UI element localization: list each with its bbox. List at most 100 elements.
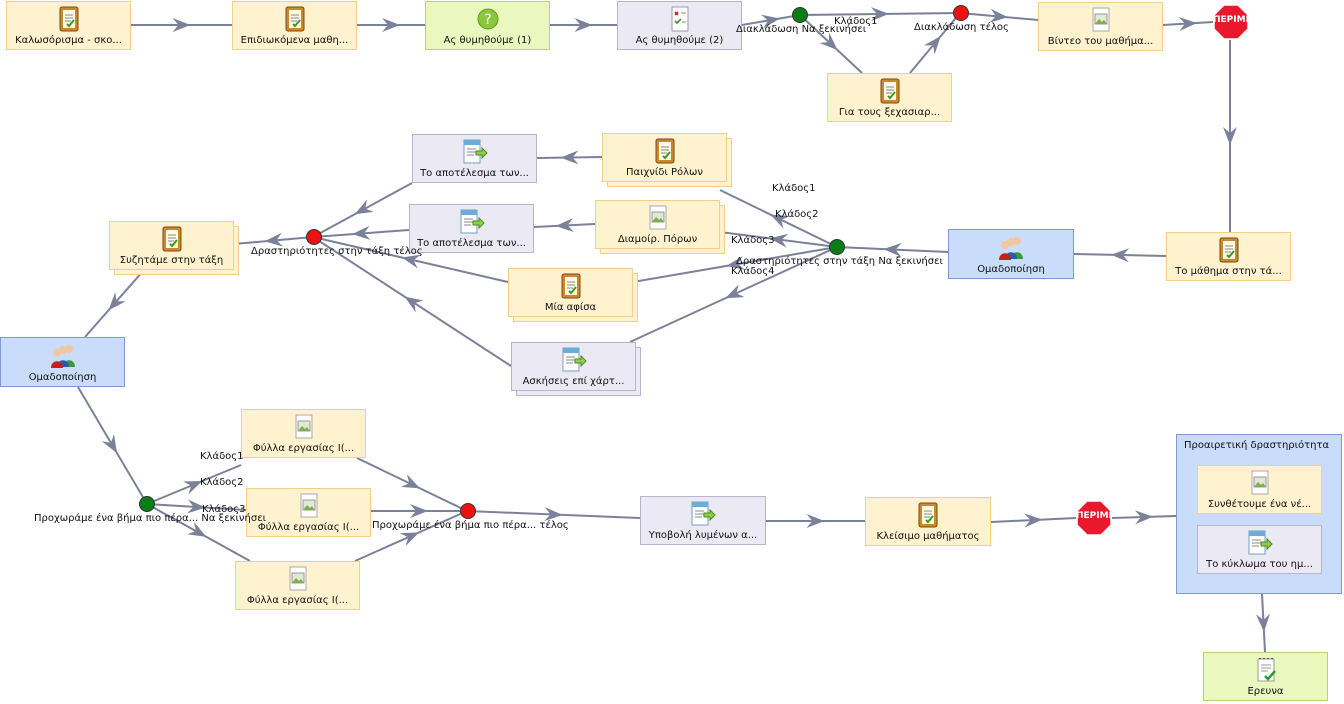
node-label: Ας θυμηθούμε (2) — [635, 35, 724, 46]
node-closing[interactable]: Κλείσιμο μαθήματος — [865, 497, 991, 546]
node-compose[interactable]: Συνθέτουμε ένα νέ... — [1197, 465, 1322, 514]
node-label: Ασκήσεις επί χάρτ... — [522, 376, 625, 387]
node-forgetful[interactable]: Για τους ξεχασιαρ... — [827, 73, 952, 122]
stop-gate[interactable]: ΠΕΡΙΜΕΝ — [1213, 4, 1249, 40]
node-welcome[interactable]: Καλωσόρισμα - σκο... — [6, 1, 131, 50]
node-label: Για τους ξεχασιαρ... — [838, 107, 941, 118]
branching-start-gate[interactable] — [792, 7, 808, 23]
node-grouping-left[interactable]: Ομαδοποίηση — [0, 337, 125, 387]
edge-arrowhead — [354, 199, 374, 215]
node-label: Συζητάμε στην τάξη — [119, 255, 224, 266]
notebook-icon — [1219, 237, 1238, 263]
stop-gate[interactable]: ΠΕΡΙΜΕΝ — [1076, 500, 1112, 536]
node-poster[interactable]: Μία αφίσα — [508, 268, 633, 317]
node-label: Βίντεο του μαθήμα... — [1047, 36, 1154, 47]
edge-arrowhead — [404, 296, 424, 313]
stop-sign-icon — [1076, 500, 1112, 536]
node-label: Συνθέτουμε ένα νέ... — [1207, 499, 1312, 510]
question-icon: ? — [477, 8, 498, 30]
node-submit[interactable]: Υποβολή λυμένων α... — [640, 496, 766, 545]
node-grouping-right[interactable]: Ομαδοποίηση — [948, 229, 1074, 279]
edge-arrowhead — [989, 8, 1008, 23]
edge-arrowhead — [1178, 17, 1197, 32]
stop-label: ΠΕΡΙΜΕΝ — [1076, 511, 1112, 521]
branch-label: Κλάδος1 — [834, 16, 878, 27]
notebook-icon — [162, 226, 181, 252]
image-page-icon — [649, 205, 666, 230]
edge-arrowhead — [1256, 613, 1271, 632]
node-survey[interactable]: Ερευνα — [1203, 652, 1328, 701]
node-worksheet-1[interactable]: Φύλλα εργασίας Ι(... — [241, 409, 366, 458]
step-further-end-gate[interactable] — [460, 503, 476, 519]
node-label: Το κύκλωμα του ημ... — [1206, 559, 1313, 570]
gate-label: Δραστηριότητες στην τάξη τέλος — [251, 246, 423, 257]
node-label: Φύλλα εργασίας Ι(... — [257, 522, 360, 533]
stop-label: ΠΕΡΙΜΕΝ — [1213, 15, 1249, 25]
svg-text:?: ? — [484, 12, 491, 28]
submit-page-icon — [1248, 530, 1273, 555]
node-label: Ας θυμηθούμε (1) — [443, 35, 532, 46]
node-paper-exercises[interactable]: Ασκήσεις επί χάρτ... — [511, 342, 636, 391]
edge-arrowhead — [187, 522, 207, 537]
notebook-icon — [59, 6, 78, 32]
node-result-top[interactable]: Το αποτέλεσμα των... — [412, 134, 537, 183]
node-role-play[interactable]: Παιχνίδι Ρόλων — [602, 133, 727, 182]
branch-label: Κλάδος1 — [772, 183, 816, 194]
group-icon — [50, 345, 75, 368]
group-icon — [999, 237, 1023, 260]
node-result-mid[interactable]: Το αποτέλεσμα των... — [409, 204, 534, 253]
branch-label: Κλάδος3 — [202, 504, 246, 515]
class-activities-start-gate[interactable] — [829, 239, 845, 255]
edge-arrowhead — [401, 254, 421, 269]
quiz-icon — [671, 6, 688, 32]
node-label: Το αποτέλεσμα των... — [420, 168, 529, 179]
image-page-icon — [1092, 7, 1109, 32]
node-cycle[interactable]: Το κύκλωμα του ημ... — [1197, 525, 1322, 574]
node-lesson-class[interactable]: Το μάθημα στην τά... — [1166, 232, 1291, 281]
branch-label: Κλάδος4 — [731, 266, 775, 277]
node-recall1[interactable]: ? Ας θυμηθούμε (1) — [425, 1, 550, 50]
edge-arrowhead — [555, 218, 574, 233]
edge-arrowhead — [883, 242, 902, 257]
edge-arrowhead — [108, 292, 126, 311]
node-label: Το μάθημα στην τά... — [1175, 266, 1282, 277]
edge-arrowhead — [1223, 127, 1237, 145]
optional-activity-title: Προαιρετική δραστηριότητα — [1184, 440, 1330, 451]
node-worksheet-2[interactable]: Φύλλα εργασίας Ι(... — [246, 488, 371, 537]
node-objectives[interactable]: Επιδιωκόμενα μαθη... — [232, 1, 357, 50]
edge-arrowhead — [769, 233, 789, 248]
edge-arrowhead — [264, 232, 284, 247]
branch-label: Κλάδος3 — [731, 235, 775, 246]
step-further-start-gate[interactable] — [139, 496, 155, 512]
image-page-icon — [300, 493, 317, 518]
edge-arrowhead — [410, 504, 428, 518]
edge-arrowhead — [382, 18, 400, 32]
node-label: Διαμοίρ. Πόρων — [617, 234, 698, 245]
node-label: Φύλλα εργασίας Ι(... — [252, 443, 355, 454]
node-worksheet-3[interactable]: Φύλλα εργασίας Ι(... — [235, 561, 360, 610]
node-recall2[interactable]: Ας θυμηθούμε (2) — [617, 1, 742, 50]
node-label: Ερευνα — [1247, 686, 1284, 697]
node-resources[interactable]: Διαμοίρ. Πόρων — [595, 200, 720, 249]
edge-arrowhead — [352, 225, 371, 240]
stop-sign-icon — [1213, 4, 1249, 40]
submit-page-icon — [691, 501, 716, 526]
image-page-icon — [295, 414, 312, 439]
notebook-icon — [655, 138, 674, 164]
edge-arrowhead — [1134, 510, 1153, 525]
edge-arrowhead — [187, 499, 206, 514]
edge-arrowhead — [819, 32, 838, 51]
image-page-icon — [289, 566, 306, 591]
class-activities-end-gate[interactable] — [306, 229, 322, 245]
branch-label: Κλάδος2 — [200, 477, 244, 488]
node-label: Το αποτέλεσμα των... — [417, 238, 526, 249]
branching-end-gate[interactable] — [953, 5, 969, 21]
node-label: Υποβολή λυμένων α... — [648, 530, 758, 541]
image-page-icon — [1251, 470, 1268, 495]
edge-arrowhead — [183, 481, 203, 495]
node-video[interactable]: Βίντεο του μαθήμα... — [1038, 2, 1163, 51]
gate-label: Προχωράμε ένα βήμα πιο πέρα... Να ξεκινή… — [34, 513, 266, 524]
node-label: Παιχνίδι Ρόλων — [626, 167, 703, 178]
node-discuss[interactable]: Συζητάμε στην τάξη — [109, 221, 234, 270]
notebook-icon — [880, 78, 899, 104]
